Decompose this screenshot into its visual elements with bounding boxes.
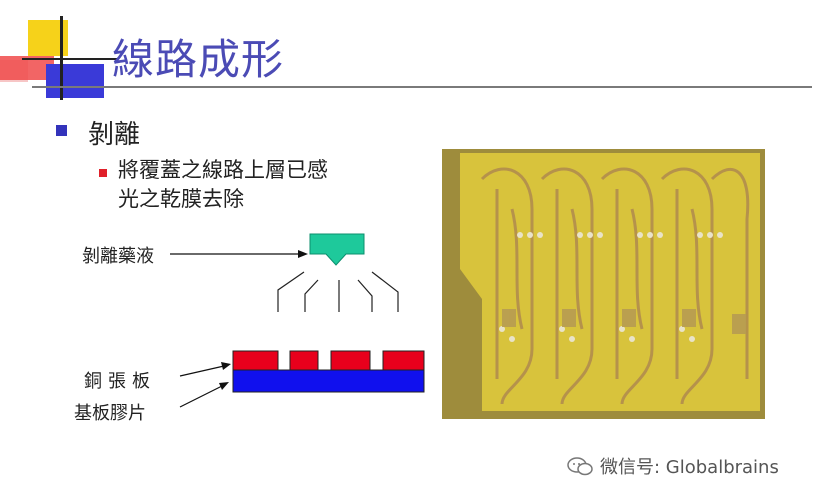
dry-film-segment: [289, 350, 319, 371]
pcb-image: [442, 149, 765, 419]
dry-film-segment: [330, 350, 371, 371]
film-arrow-head: [219, 382, 229, 390]
bullet-heading: 剝離: [88, 120, 141, 150]
watermark-text: 微信号: Globalbrains: [600, 457, 779, 478]
copper-arrow-line: [179, 365, 225, 377]
title-underline: [32, 86, 812, 88]
square-bullet-icon: [99, 169, 107, 177]
copper-arrow-head: [221, 362, 231, 370]
slide-title: 線路成形: [112, 35, 285, 84]
copper-clad-label: 銅張板: [84, 371, 156, 392]
logo-blue-block: [46, 64, 104, 98]
watermark: 微信号: Globalbrains: [566, 453, 779, 479]
substrate-film-label: 基板膠片: [74, 403, 146, 424]
description-line-2: 光之乾膜去除: [118, 187, 244, 211]
nozzle-shape: [309, 233, 365, 266]
strip-arrow-head: [298, 250, 308, 258]
substrate-board: [232, 369, 425, 393]
description-line-1: 將覆蓋之線路上層已感: [118, 158, 328, 182]
dry-film-segment: [382, 350, 425, 371]
square-bullet-icon: [56, 125, 67, 136]
logo-red-block: [0, 56, 54, 80]
logo-horizontal-line: [22, 58, 118, 60]
spray-lines: [277, 271, 399, 312]
pcb-photo: [442, 149, 765, 419]
stripping-solution-label: 剝離藥液: [82, 246, 154, 267]
wechat-icon: [567, 457, 593, 476]
film-arrow-line: [179, 385, 223, 408]
dry-film-segment: [232, 350, 279, 371]
